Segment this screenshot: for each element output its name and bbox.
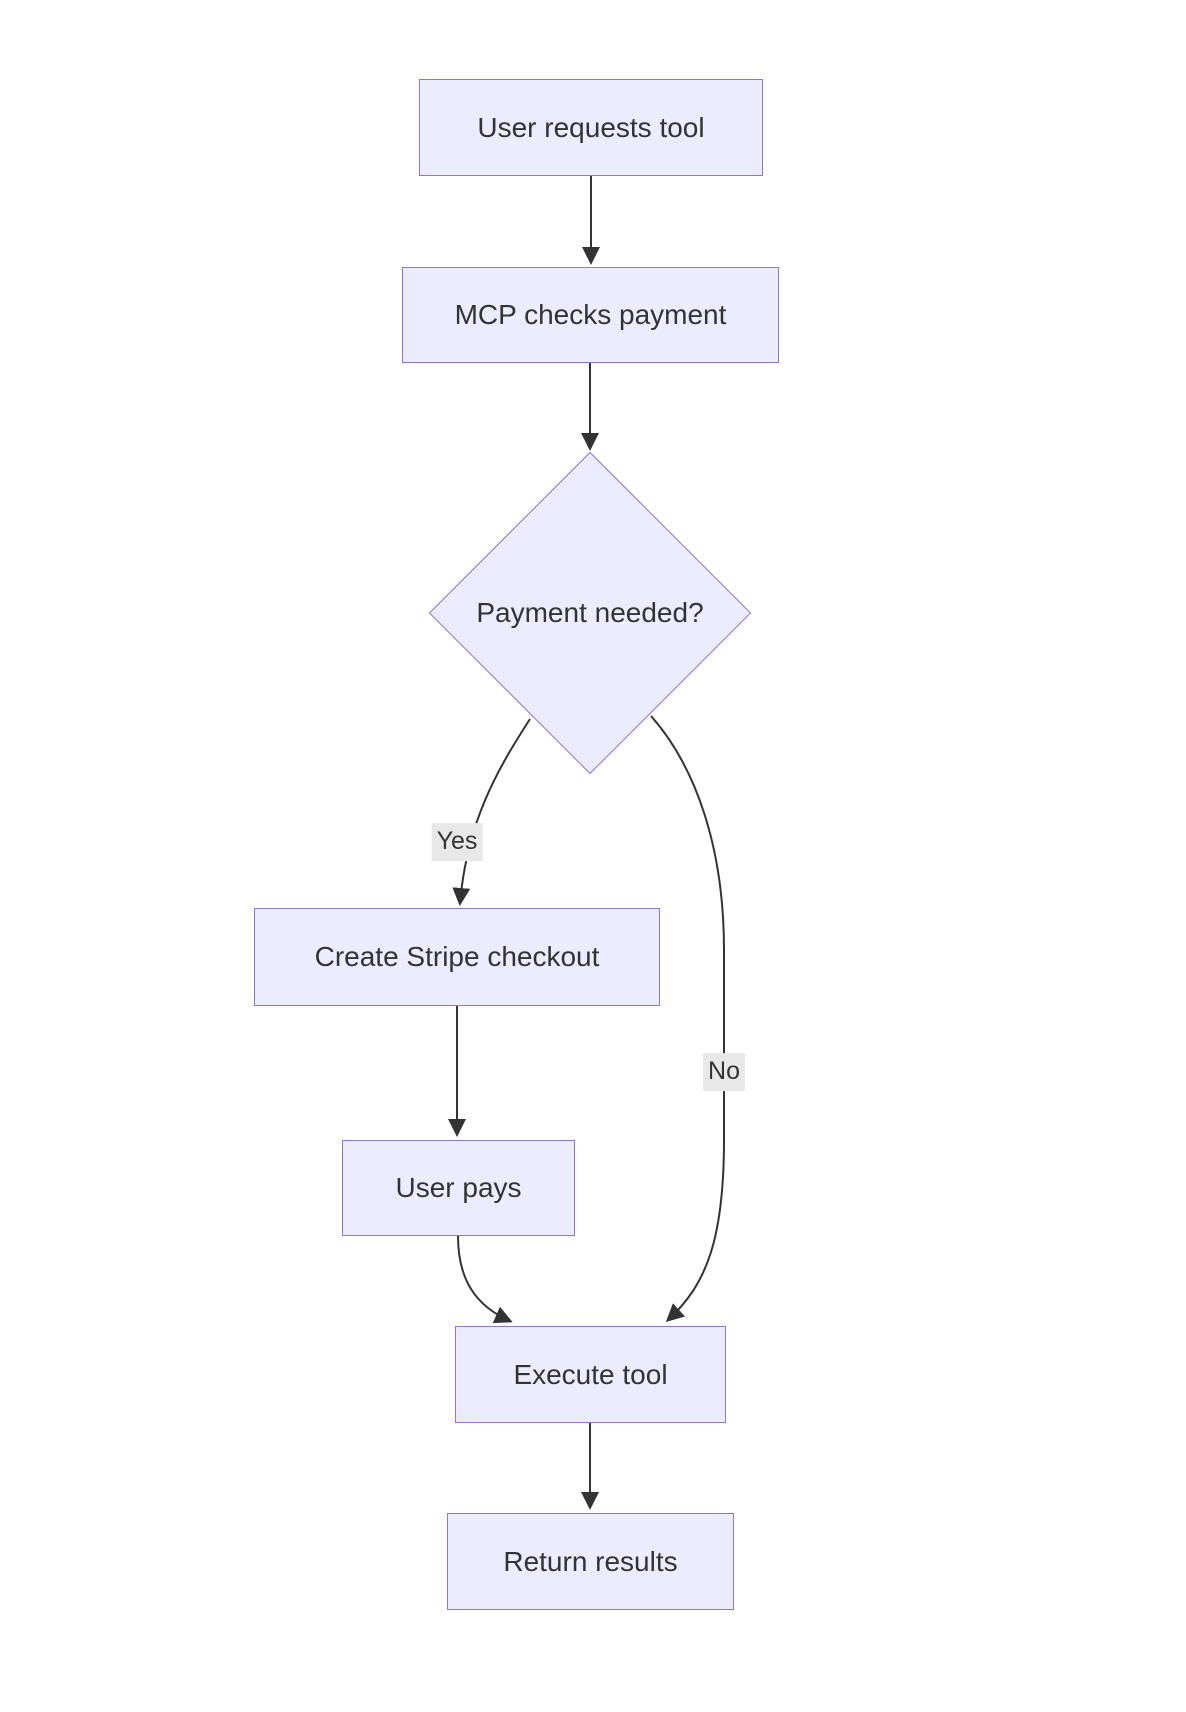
edge-label-no: No [703, 1053, 745, 1091]
node-mcp-checks-payment-label: MCP checks payment [454, 299, 727, 331]
node-user-requests-tool-label: User requests tool [477, 111, 705, 143]
edge-payment-needed-yes-to-create-checkout [452, 718, 531, 906]
node-return-results: Return results [447, 1513, 734, 1610]
node-execute-tool: Execute tool [455, 1326, 726, 1423]
node-payment-needed: Payment needed? [428, 451, 752, 775]
node-create-stripe-checkout-label: Create Stripe checkout [314, 941, 600, 973]
node-user-pays-label: User pays [395, 1172, 522, 1204]
edge-user-pays-to-execute-tool [457, 1235, 513, 1324]
node-user-requests-tool: User requests tool [419, 79, 763, 176]
node-user-pays: User pays [342, 1140, 575, 1236]
node-create-stripe-checkout: Create Stripe checkout [254, 908, 660, 1006]
edge-label-yes: Yes [431, 823, 483, 861]
node-mcp-checks-payment: MCP checks payment [402, 267, 779, 363]
node-execute-tool-label: Execute tool [513, 1358, 668, 1390]
node-return-results-label: Return results [503, 1545, 678, 1577]
edge-payment-needed-no-to-execute-tool [650, 715, 725, 1323]
node-payment-needed-label: Payment needed? [476, 597, 704, 628]
